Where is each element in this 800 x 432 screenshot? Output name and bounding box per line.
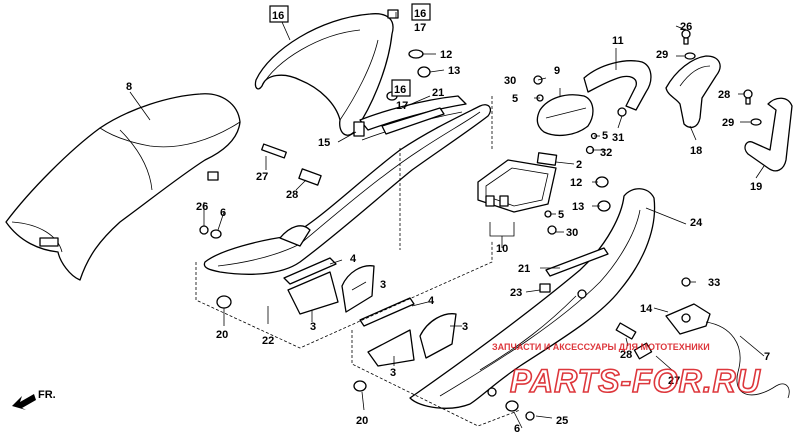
callout-13-b: 13	[572, 201, 584, 213]
seat-8	[5, 93, 241, 281]
trim-3-d	[419, 313, 457, 359]
callout-2: 2	[576, 159, 582, 171]
callout-33: 33	[708, 277, 720, 289]
callout-28-b: 28	[718, 89, 730, 101]
callout-24: 24	[690, 217, 703, 229]
callout-4-b: 4	[428, 295, 435, 307]
callout-8: 8	[126, 81, 132, 93]
side-cover-24	[409, 188, 656, 409]
trim-21-lower	[545, 247, 609, 277]
callout-22: 22	[262, 335, 274, 347]
callout-16-box-b	[411, 3, 431, 21]
tail-cover-9	[536, 94, 594, 137]
cap-2	[536, 152, 558, 166]
callout-5-a: 5	[512, 93, 518, 105]
callout-32: 32	[600, 147, 612, 159]
callout-12-b: 12	[570, 177, 582, 189]
callout-29-b: 29	[722, 117, 734, 129]
callout-16-a: 16	[272, 10, 284, 22]
callout-16-c: 16	[394, 84, 406, 96]
grab-rail-18	[665, 55, 721, 129]
assembly-outline-right	[351, 330, 521, 427]
tool-tray-10	[477, 159, 557, 213]
callout-3-b: 3	[310, 321, 316, 333]
rear-frame-22	[203, 95, 492, 275]
callout-11: 11	[612, 35, 624, 47]
callout-21-a: 21	[432, 87, 444, 99]
cable-7	[705, 321, 790, 399]
callout-5-b: 5	[602, 130, 608, 142]
callout-14: 14	[640, 303, 653, 315]
leader-lines	[129, 12, 765, 429]
callout-26-b: 26	[680, 21, 692, 33]
seat-hook	[39, 237, 59, 247]
trim-4-b	[359, 297, 415, 327]
callout-30-b: 30	[566, 227, 578, 239]
callout-13-a: 13	[448, 65, 460, 77]
bracket-11	[583, 60, 652, 111]
callout-5-c: 5	[558, 209, 564, 221]
seat-cowl-16	[254, 13, 394, 136]
callout-6-a: 6	[220, 207, 226, 219]
assembly-outline-left	[195, 240, 493, 349]
callout-16-box-a	[269, 5, 289, 23]
callout-28-c: 28	[620, 349, 632, 361]
callout-18: 18	[690, 145, 702, 157]
trim-3-b	[341, 265, 375, 313]
callout-25: 25	[556, 415, 568, 427]
callout-23: 23	[510, 287, 522, 299]
callout-10: 10	[496, 243, 508, 255]
callout-3-d: 3	[390, 367, 396, 379]
watermark: ЗАПЧАСТИ И АКСЕССУАРЫ ДЛЯ МОТОТЕХНИКИ PA…	[492, 342, 761, 400]
callout-20-b: 20	[356, 415, 368, 427]
callout-16-box-c	[391, 79, 411, 97]
callout-15: 15	[318, 137, 330, 149]
assembly-outline-upper	[399, 96, 493, 250]
callout-31: 31	[612, 132, 624, 144]
front-direction-marker: FR.	[12, 389, 56, 410]
callout-26-a: 26	[196, 201, 208, 213]
seat-lock-14	[665, 303, 711, 335]
bracket-19	[744, 97, 793, 172]
callout-27-b: 27	[668, 375, 680, 387]
front-label: FR.	[38, 389, 56, 401]
watermark-caption: ЗАПЧАСТИ И АКСЕССУАРЫ ДЛЯ МОТОТЕХНИКИ	[492, 342, 710, 352]
trim-21-upper	[381, 107, 445, 135]
callout-20-a: 20	[216, 329, 228, 341]
trim-3-c	[367, 329, 415, 367]
callout-27-a: 27	[256, 171, 268, 183]
callout-19: 19	[750, 181, 762, 193]
fasteners	[199, 9, 762, 421]
callout-17-b: 17	[396, 100, 408, 112]
trim-4-a	[283, 257, 337, 285]
callout-12-a: 12	[440, 49, 452, 61]
front-arrow-icon	[12, 394, 36, 410]
callout-labels: 8 16 16 17 12 13 16 17 21 15 27 28 26 6 …	[126, 8, 770, 432]
watermark-logo: PARTS-FOR.RU	[510, 363, 761, 399]
trim-3-a	[287, 271, 339, 315]
callout-21-b: 21	[518, 263, 530, 275]
callout-30-a: 30	[504, 75, 516, 87]
seat-tab	[207, 171, 219, 181]
callout-17-a: 17	[414, 22, 426, 34]
callout-16-b: 16	[414, 8, 426, 20]
callout-3-c: 3	[462, 321, 468, 333]
callout-3-a: 3	[380, 279, 386, 291]
callout-28-a: 28	[286, 189, 298, 201]
callout-6-b: 6	[514, 423, 520, 432]
callout-4-a: 4	[350, 253, 357, 265]
callout-29-a: 29	[656, 49, 668, 61]
callout-7: 7	[764, 351, 770, 363]
callout-9: 9	[554, 65, 560, 77]
